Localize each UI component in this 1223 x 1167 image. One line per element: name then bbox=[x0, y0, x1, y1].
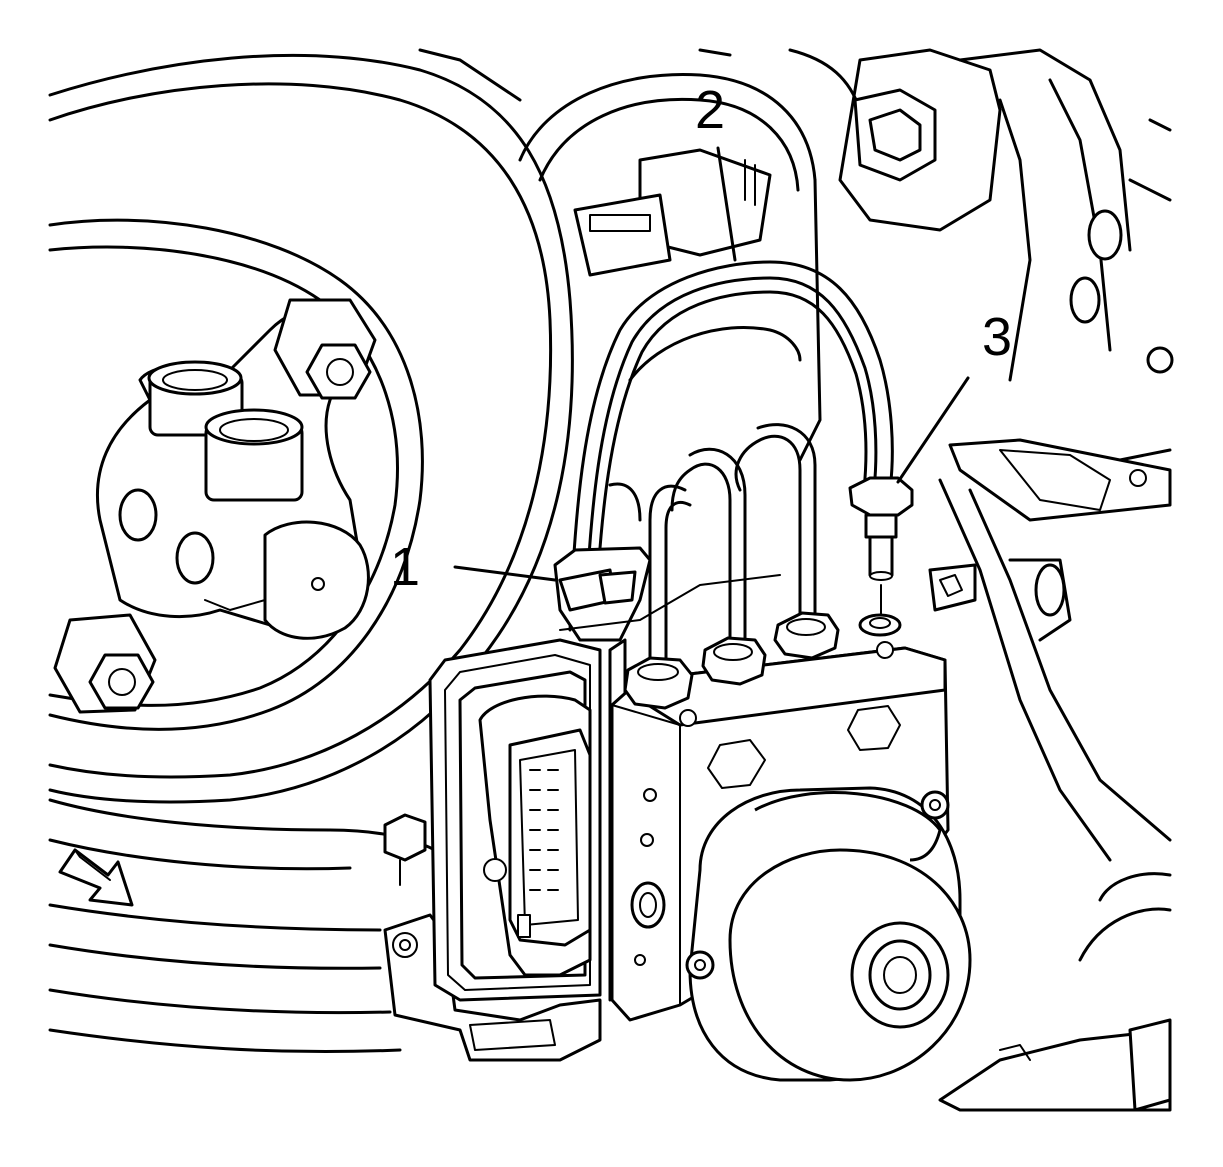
right-bracket bbox=[838, 48, 1174, 862]
leader-line-2 bbox=[716, 146, 737, 262]
callout-1: 1 bbox=[390, 537, 421, 597]
callout-3: 3 bbox=[982, 307, 1013, 367]
pump-motor bbox=[685, 786, 972, 1082]
pipe-fitting bbox=[848, 476, 914, 616]
tube-nuts bbox=[623, 611, 902, 710]
leader-lines bbox=[453, 146, 970, 582]
leader-line-3 bbox=[896, 376, 970, 484]
leader-line-1 bbox=[453, 565, 557, 582]
background-connector bbox=[573, 148, 772, 277]
caliper-hub bbox=[53, 298, 377, 714]
brake-pipes bbox=[608, 423, 817, 672]
mount-screw bbox=[383, 813, 427, 886]
wheel-assembly bbox=[48, 53, 574, 1054]
booster-housing bbox=[418, 48, 862, 462]
brake-pipe-2 bbox=[568, 260, 894, 632]
callout-2: 2 bbox=[695, 80, 726, 140]
pipe-clip bbox=[553, 546, 781, 642]
arrow-icon bbox=[58, 848, 134, 907]
lower-right-components bbox=[938, 872, 1172, 1112]
